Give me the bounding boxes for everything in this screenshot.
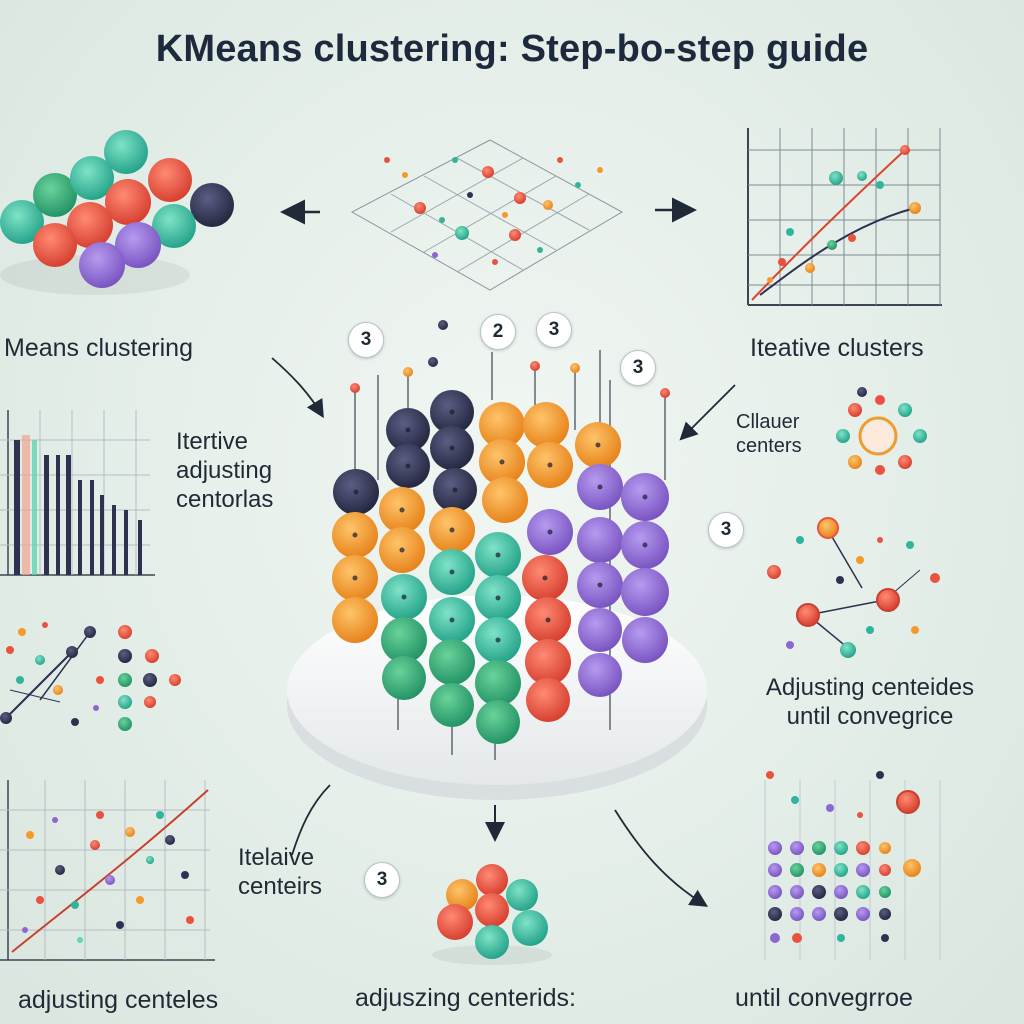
top-left-bead-cluster [0, 130, 234, 295]
right-centers-caption: Cllauer centers [736, 410, 802, 458]
right-mid-caption: Adjusting centeides until convegrice [720, 674, 1020, 732]
mid-left-caption-line-1: Itertive [176, 428, 249, 455]
curved-arrow-icon [271, 357, 736, 907]
bottom-left-scatter-chart [0, 780, 215, 961]
top-center-scatter-points [384, 157, 603, 265]
step-badge-1: 3 [348, 322, 384, 358]
step-badge-4: 3 [620, 350, 656, 386]
left-bar-chart [0, 410, 155, 576]
right-mid-caption-line-1: Adjusting centeides [765, 674, 975, 701]
bottom-center-caption: adjuszing centerids: [355, 984, 576, 1012]
mid-left-caption: Itertive adjusting centorlas [176, 428, 273, 514]
bottom-left-caption: adjusting centeles [18, 986, 219, 1014]
right-centers-caption-line-2: centers [736, 435, 802, 457]
page-title: KMeans clustering: Step-bo-step guide [155, 28, 869, 70]
right-centers-caption-line-1: Cllauer [736, 411, 800, 433]
center-cluster-stack [332, 320, 670, 760]
top-right-chart-lines [751, 145, 921, 301]
step-badge-6: 3 [364, 862, 400, 898]
step-badge-3: 3 [536, 312, 572, 348]
top-center-diamond-grid [350, 139, 624, 291]
bottom-right-dot-grid [764, 771, 941, 960]
mid-left-caption-line-3: centorlas [176, 485, 274, 513]
top-right-grid-chart [747, 128, 942, 306]
right-mid-caption-line-2: until convegrice [786, 702, 954, 730]
right-network-scatter [767, 517, 940, 658]
step-badge-2: 2 [480, 314, 516, 350]
bottom-left-center-caption: Itelaive centeirs [238, 844, 322, 902]
bottom-right-caption: until convegrroe [735, 984, 913, 1012]
bottom-center-bead-cluster [432, 864, 552, 965]
bottom-left-center-caption-line-2: centeirs [238, 872, 323, 900]
bottom-left-center-caption-line-1: Itelaive [238, 844, 315, 871]
step-badge-5: 3 [708, 512, 744, 548]
top-right-caption: Iteative clusters [750, 334, 924, 362]
left-scatter-network [0, 622, 181, 731]
right-cluster-centers [836, 387, 927, 475]
mid-left-caption-line-2: adjusting [176, 456, 273, 484]
top-left-caption: Means clustering [4, 334, 193, 362]
